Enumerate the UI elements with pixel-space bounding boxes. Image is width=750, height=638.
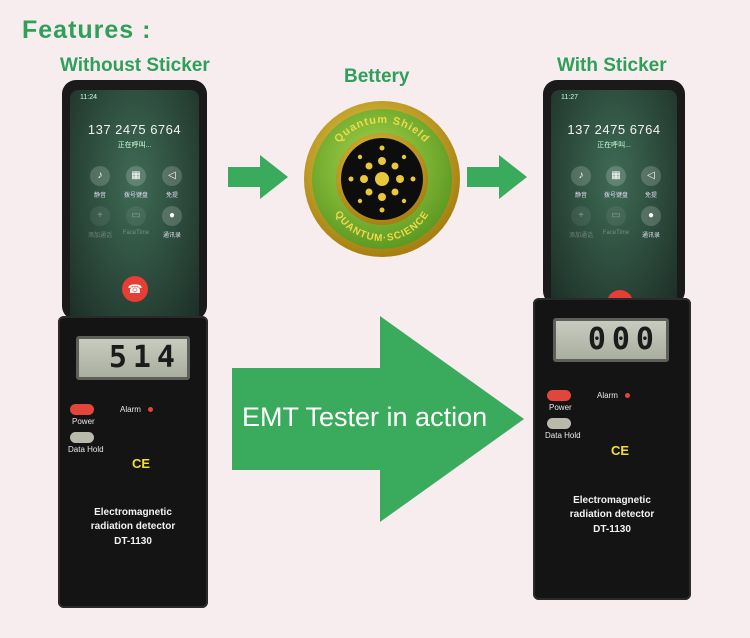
power-button [70, 404, 94, 415]
keypad-icon: ▦ [126, 166, 146, 186]
hangup-icon: ☎ [122, 276, 148, 302]
btn-label: FaceTime [122, 230, 150, 236]
device-description: Electromagnetic [94, 507, 172, 518]
btn-label: 静音 [574, 193, 587, 199]
data-hold-label: Data Hold [68, 445, 104, 454]
btn-label: 添加通话 [568, 233, 593, 239]
add-call-icon: + [90, 206, 110, 226]
data-hold-button [70, 432, 94, 443]
alarm-label: Alarm [120, 405, 141, 414]
model-number: DT-1130 [114, 536, 152, 547]
model-number: DT-1130 [593, 524, 631, 535]
call-status: 正在呼叫... [597, 142, 631, 149]
alarm-led-icon [625, 393, 630, 398]
quantum-shield-sticker: Quantum Shield QUANTUM·SCIENCE [304, 101, 460, 257]
btn-label: 静音 [93, 193, 106, 199]
caption-without-sticker: Withoust Sticker [60, 55, 210, 76]
caption-with-sticker: With Sticker [557, 55, 667, 76]
data-hold-button [547, 418, 571, 429]
speaker-icon: ◁ [162, 166, 182, 186]
data-hold-label: Data Hold [545, 431, 581, 440]
btn-label: FaceTime [602, 230, 630, 236]
device-description: Electromagnetic [573, 495, 651, 506]
alarm-label: Alarm [597, 391, 618, 400]
contacts-icon: ● [641, 206, 661, 226]
btn-label: 添加通话 [87, 233, 112, 239]
phone-time: 11:27 [561, 94, 578, 101]
phone-number: 137 2475 6764 [567, 122, 661, 137]
phone-right: 11:27 137 2475 6764 正在呼叫... ♪ ▦ ◁ 静音 拨号键… [543, 80, 685, 305]
contacts-icon: ● [162, 206, 182, 226]
mute-icon: ♪ [90, 166, 110, 186]
ce-mark: CE [611, 443, 630, 458]
speaker-icon: ◁ [641, 166, 661, 186]
alarm-led-icon [148, 407, 153, 412]
arrow-right-icon [467, 155, 527, 199]
power-button [547, 390, 571, 401]
big-arrow-icon [232, 316, 524, 522]
btn-label: 免提 [644, 193, 657, 199]
add-call-icon: + [571, 206, 591, 226]
btn-label: 通讯录 [641, 233, 660, 239]
ce-mark: CE [132, 456, 151, 471]
device-description: radiation detector [569, 509, 655, 520]
phone-number: 137 2475 6764 [87, 122, 182, 137]
emf-meter-right: 000 Power Alarm Data Hold CE Electromagn… [533, 298, 691, 600]
btn-label: 通讯录 [162, 233, 181, 239]
emf-meter-left: 514 Power Alarm Data Hold CE Electromagn… [58, 316, 208, 608]
phone-left: 11:24 137 2475 6764 正在呼叫... ♪ ▦ ◁ 静音 拨号键… [62, 80, 207, 320]
mute-icon: ♪ [571, 166, 591, 186]
emt-tester-label: EMT Tester in action [242, 402, 488, 432]
facetime-icon: ▭ [126, 206, 146, 226]
phone-time: 11:24 [80, 94, 97, 101]
btn-label: 拨号键盘 [603, 193, 628, 199]
power-label: Power [549, 403, 572, 412]
arrow-right-icon [228, 155, 288, 199]
lcd-reading: 514 [76, 336, 190, 380]
facetime-icon: ▭ [606, 206, 626, 226]
page-title: Features : [22, 16, 152, 44]
lcd-reading: 000 [553, 318, 669, 362]
call-status: 正在呼叫... [117, 142, 152, 149]
power-label: Power [72, 417, 95, 426]
keypad-icon: ▦ [606, 166, 626, 186]
caption-battery: Bettery [344, 66, 410, 87]
btn-label: 拨号键盘 [123, 193, 148, 199]
device-description: radiation detector [90, 521, 176, 532]
btn-label: 免提 [165, 193, 178, 199]
